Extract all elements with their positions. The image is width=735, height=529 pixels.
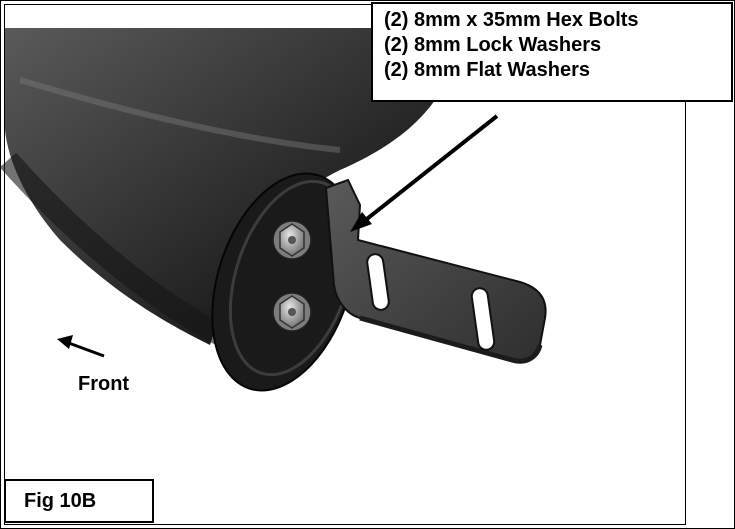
figure-label: Fig 10B	[4, 479, 154, 523]
bolt-lower	[272, 292, 312, 332]
callout-line-lock-washers: (2) 8mm Lock Washers	[384, 34, 602, 56]
bracket-slot-2	[470, 287, 496, 351]
front-arrowhead	[57, 335, 73, 349]
hardware-callout-box: (2) 8mm x 35mm Hex Bolts (2) 8mm Lock Wa…	[371, 2, 733, 102]
bracket-slot-1	[366, 253, 390, 311]
inner-frame	[4, 4, 686, 525]
bracket-edge	[359, 315, 543, 364]
bolt-upper	[272, 220, 312, 260]
callout-line-flat-washers: (2) 8mm Flat Washers	[384, 59, 590, 81]
front-label: Front	[78, 373, 130, 395]
front-arrow-line	[65, 340, 105, 358]
callout-arrowhead	[350, 212, 372, 232]
chute-highlight	[19, 77, 341, 153]
callout-leader-line	[356, 114, 499, 228]
callout-line-hex-bolts: (2) 8mm x 35mm Hex Bolts	[384, 9, 639, 31]
chute-shadow-band	[0, 152, 235, 350]
bracket	[324, 178, 547, 363]
